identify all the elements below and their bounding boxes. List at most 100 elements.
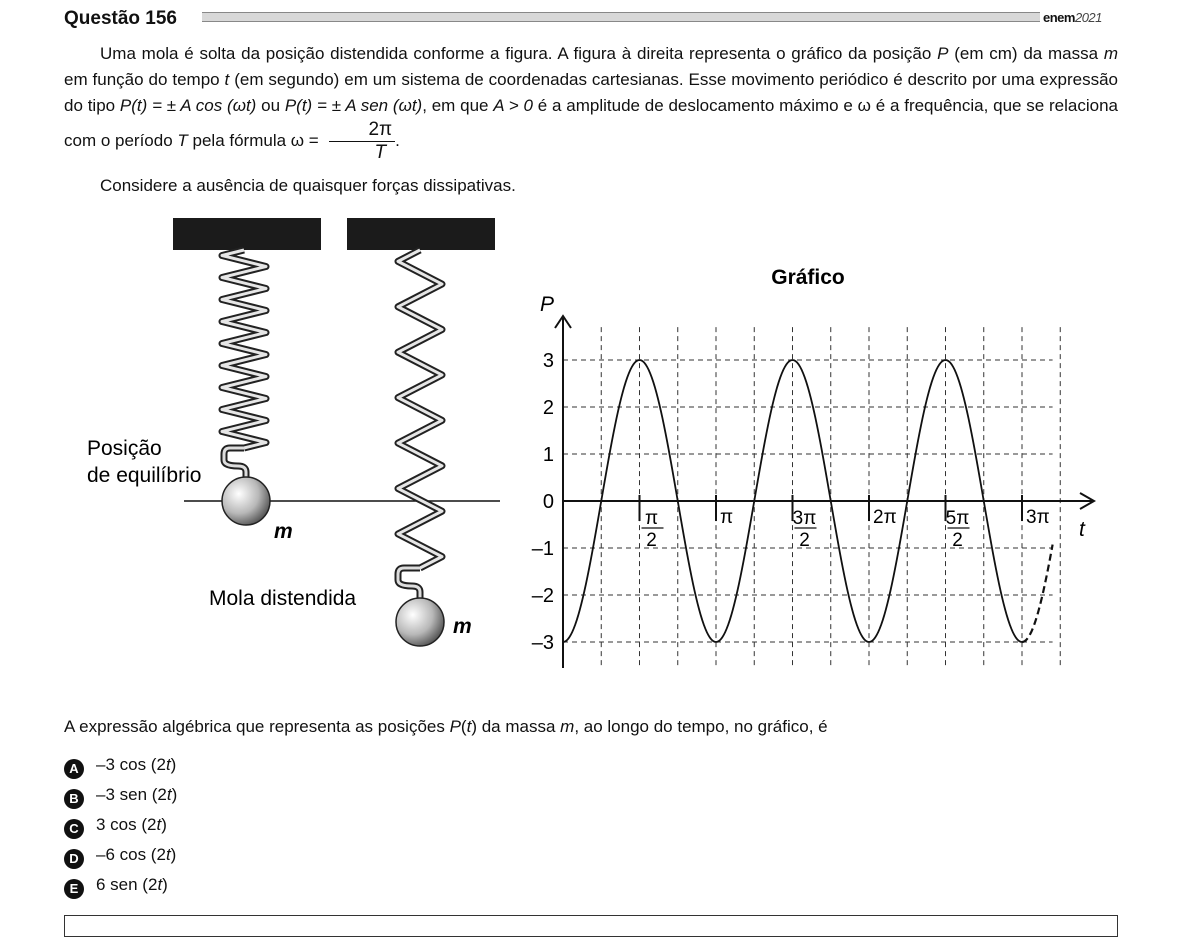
equilibrium-label-line2: de equilíbrio bbox=[87, 464, 201, 487]
statement-text: . bbox=[395, 130, 400, 150]
option-var: t bbox=[157, 875, 163, 894]
option-a[interactable]: A –3 cos (2t) bbox=[64, 755, 176, 779]
x-tick-label-denominator: 2 bbox=[646, 530, 657, 551]
option-text: ) bbox=[171, 785, 178, 804]
equilibrium-label-line1: Posição bbox=[87, 437, 162, 460]
chart-title: Gráfico bbox=[771, 266, 845, 289]
x-tick-label-numerator: π bbox=[645, 508, 658, 529]
y-tick-label: –3 bbox=[532, 632, 554, 654]
statement-text: em função do tempo bbox=[64, 70, 225, 89]
option-text: ) bbox=[162, 875, 168, 894]
statement-text: pela fórmula ω = bbox=[187, 130, 324, 150]
y-tick-labels: 3 2 1 0 –1 –2 –3 bbox=[532, 350, 554, 654]
y-axis-label: P bbox=[540, 293, 554, 316]
option-text: ) bbox=[161, 815, 167, 834]
question-part: ) da massa bbox=[471, 717, 561, 736]
option-b[interactable]: B –3 sen (2t) bbox=[64, 785, 177, 809]
y-axis-arrow bbox=[554, 314, 572, 329]
option-d[interactable]: D –6 cos (2t) bbox=[64, 845, 176, 869]
y-tick-label: 3 bbox=[543, 350, 554, 372]
option-letter-b: B bbox=[64, 789, 84, 809]
statement-text: Uma mola é solta da posição distendida c… bbox=[100, 44, 938, 63]
option-var: t bbox=[165, 755, 171, 774]
x-tick-label-denominator: 2 bbox=[799, 530, 810, 551]
hook-left-highlight bbox=[222, 446, 248, 480]
option-text: ) bbox=[170, 845, 177, 864]
figure: Posição de equilíbrio m Mola distendida … bbox=[87, 218, 1097, 668]
x-tick-label-numerator: 5π bbox=[946, 508, 970, 529]
option-letter-c: C bbox=[64, 819, 84, 839]
var-A: A > 0 bbox=[493, 96, 533, 115]
option-text: –3 sen (2 bbox=[96, 785, 167, 804]
answer-box-border bbox=[64, 915, 1118, 937]
statement-text: , em que bbox=[422, 96, 494, 115]
question-text: A expressão algébrica que representa as … bbox=[64, 717, 828, 737]
statement-text: ou bbox=[256, 96, 285, 115]
option-var: t bbox=[165, 845, 171, 864]
x-tick-label: π bbox=[720, 507, 733, 528]
option-text: ) bbox=[170, 755, 177, 774]
option-e[interactable]: E 6 sen (2t) bbox=[64, 875, 168, 899]
option-text: 3 cos (2 bbox=[96, 815, 157, 834]
chart-grid bbox=[563, 327, 1061, 668]
mass-label-1: m bbox=[274, 520, 293, 543]
x-axis-arrow bbox=[1079, 492, 1097, 510]
spring-stretched-highlight bbox=[396, 248, 444, 570]
mass-ball-equilibrium bbox=[221, 476, 271, 526]
option-var: t bbox=[156, 815, 162, 834]
ceiling-right bbox=[347, 218, 495, 250]
mass-ball-stretched bbox=[395, 597, 445, 647]
hook-right-highlight bbox=[396, 566, 422, 600]
statement-paragraph: Uma mola é solta da posição distendida c… bbox=[64, 41, 1118, 164]
fraction-numerator: 2π bbox=[329, 119, 396, 142]
x-tick-label-denominator: 2 bbox=[952, 530, 963, 551]
spring-compressed-highlight bbox=[220, 248, 268, 450]
statement-text: (em segundo) em um sistema de coordenada… bbox=[64, 70, 1118, 115]
x-tick-label: 2π bbox=[873, 507, 897, 528]
option-text: 6 sen (2 bbox=[96, 875, 158, 894]
enem-logo-year: 2021 bbox=[1074, 10, 1102, 25]
enem-logo: enem2021 bbox=[1043, 10, 1102, 25]
option-letter-e: E bbox=[64, 879, 84, 899]
var-m: m bbox=[1103, 44, 1118, 63]
ceiling-left bbox=[173, 218, 321, 250]
question-var-P: P bbox=[449, 717, 461, 736]
question-part: ( bbox=[460, 717, 467, 736]
enem-logo-text: enem bbox=[1043, 10, 1075, 25]
y-tick-label: –1 bbox=[532, 538, 554, 560]
series-curve bbox=[562, 359, 1023, 643]
header-rule bbox=[202, 12, 1040, 22]
option-text: –3 cos (2 bbox=[96, 755, 166, 774]
option-text: –6 cos (2 bbox=[96, 845, 166, 864]
x-tick-label: 3π bbox=[1026, 507, 1050, 528]
var-P: P bbox=[937, 44, 949, 63]
statement-text: é a amplitude de deslocamento máximo e ω… bbox=[64, 96, 1119, 150]
statement-text: (em cm) da massa bbox=[948, 44, 1104, 63]
option-var: t bbox=[166, 785, 172, 804]
y-tick-label: 0 bbox=[543, 491, 554, 513]
fraction-denominator: T bbox=[374, 142, 387, 163]
y-tick-label: –2 bbox=[532, 585, 554, 607]
var-T: T bbox=[177, 130, 188, 150]
stretched-label: Mola distendida bbox=[209, 587, 356, 610]
formula-sen: P(t) = ± A sen (ωt) bbox=[284, 96, 423, 115]
var-t: t bbox=[224, 70, 230, 89]
question-part: , ao longo do tempo, no gráfico, é bbox=[574, 717, 828, 736]
question-part: A expressão algébrica que representa as … bbox=[64, 717, 450, 736]
question-var-m: m bbox=[560, 717, 575, 736]
question-number: Questão 156 bbox=[64, 8, 177, 29]
mass-label-2: m bbox=[453, 615, 472, 638]
y-tick-label: 2 bbox=[543, 397, 554, 419]
question-var-t: t bbox=[466, 717, 472, 736]
option-letter-d: D bbox=[64, 849, 84, 869]
x-tick-label-numerator: 3π bbox=[793, 508, 817, 529]
statement-note: Considere a ausência de quaisquer forças… bbox=[100, 176, 516, 195]
option-c[interactable]: C 3 cos (2t) bbox=[64, 815, 167, 839]
formula-cos: P(t) = ± A cos (ωt) bbox=[119, 96, 257, 115]
option-letter-a: A bbox=[64, 759, 84, 779]
x-axis-label: t bbox=[1079, 518, 1086, 541]
y-tick-label: 1 bbox=[543, 444, 554, 466]
